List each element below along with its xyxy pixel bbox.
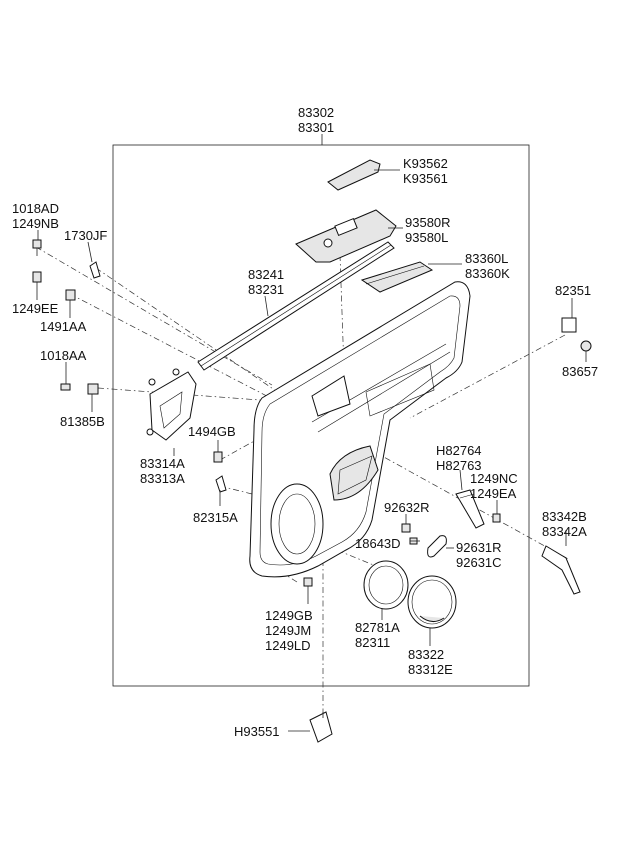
label-83657: 83657 bbox=[562, 364, 598, 379]
label-82781a: 82781A bbox=[355, 620, 400, 635]
door-bracket bbox=[146, 368, 197, 441]
label-83314a: 83314A bbox=[140, 456, 185, 471]
label-1249ld: 1249LD bbox=[265, 638, 311, 653]
armrest-pad bbox=[360, 261, 434, 293]
label-83342b: 83342B bbox=[542, 509, 587, 524]
label-83302: 83302 bbox=[298, 105, 334, 120]
label-1249nb: 1249NB bbox=[12, 216, 59, 231]
speaker-ring bbox=[363, 560, 409, 610]
label-92632r: 92632R bbox=[384, 500, 430, 515]
label-93580r: 93580R bbox=[405, 215, 451, 230]
label-1249jm: 1249JM bbox=[265, 623, 311, 638]
pull-grip bbox=[541, 545, 581, 595]
label-92631r: 92631R bbox=[456, 540, 502, 555]
label-h82764: H82764 bbox=[436, 443, 482, 458]
label-h82763: H82763 bbox=[436, 458, 482, 473]
inside-handle bbox=[455, 489, 485, 529]
speaker-grille bbox=[407, 575, 457, 629]
window-switch-bezel bbox=[295, 209, 397, 263]
label-83360k: 83360K bbox=[465, 266, 510, 281]
label-1249gb: 1249GB bbox=[265, 608, 313, 623]
label-k93561: K93561 bbox=[403, 171, 448, 186]
door-trim-garnish bbox=[327, 159, 381, 191]
label-83360l: 83360L bbox=[465, 251, 508, 266]
label-83342a: 83342A bbox=[542, 524, 587, 539]
assembly-frame bbox=[112, 144, 530, 687]
label-83312e: 83312E bbox=[408, 662, 453, 677]
label-81385b: 81385B bbox=[60, 414, 105, 429]
leader-lines bbox=[36, 169, 587, 732]
label-1018aa: 1018AA bbox=[40, 348, 87, 363]
label-82315a: 82315A bbox=[193, 510, 238, 525]
label-1491aa: 1491AA bbox=[40, 319, 87, 334]
door-trim-panel bbox=[249, 281, 471, 578]
label-83322: 83322 bbox=[408, 647, 444, 662]
label-1249nc: 1249NC bbox=[470, 471, 518, 486]
label-k93562: K93562 bbox=[403, 156, 448, 171]
label-83301: 83301 bbox=[298, 120, 334, 135]
label-1018ad: 1018AD bbox=[12, 201, 59, 216]
label-h93551: H93551 bbox=[234, 724, 280, 739]
fasteners bbox=[32, 239, 592, 743]
label-83241: 83241 bbox=[248, 267, 284, 282]
part-number-labels: 83302 83301 K93562 K93561 93580R 93580L … bbox=[12, 105, 598, 739]
label-92631c: 92631C bbox=[456, 555, 502, 570]
label-18643d: 18643D bbox=[355, 536, 401, 551]
label-82351: 82351 bbox=[555, 283, 591, 298]
label-1249ea: 1249EA bbox=[470, 486, 517, 501]
inside-handle-cover bbox=[427, 535, 447, 558]
label-93580l: 93580L bbox=[405, 230, 448, 245]
label-83231: 83231 bbox=[248, 282, 284, 297]
label-1249ee: 1249EE bbox=[12, 301, 59, 316]
label-1730jf: 1730JF bbox=[64, 228, 107, 243]
label-1494gb: 1494GB bbox=[188, 424, 236, 439]
label-83313a: 83313A bbox=[140, 471, 185, 486]
label-82311: 82311 bbox=[355, 635, 390, 650]
